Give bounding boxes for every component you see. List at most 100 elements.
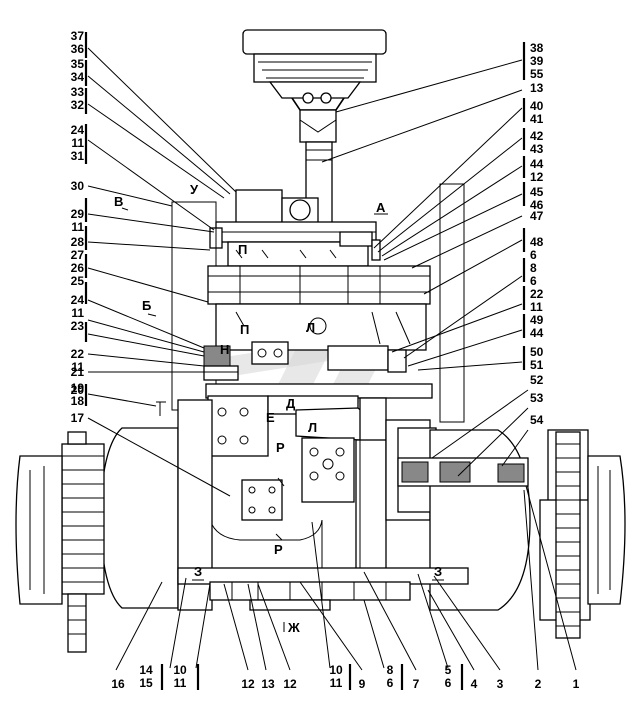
view-letter-p-mid: П — [240, 322, 249, 337]
callout-number: 14 — [139, 663, 153, 677]
callout-number: 42 — [530, 129, 544, 143]
callout-number: 4 — [471, 677, 478, 691]
right-callout-14: 53 — [530, 391, 544, 405]
callout-number: 6 — [530, 274, 537, 288]
view-letter-r-lower: Р — [274, 542, 283, 557]
view-letter-z-right: З — [434, 564, 442, 579]
callout-number: 29 — [71, 207, 85, 221]
gearbox-housing — [207, 265, 431, 373]
callout-number: 2 — [535, 677, 542, 691]
left-callout-12: 21 — [71, 365, 85, 379]
callout-number: 10 — [173, 663, 187, 677]
callout-number: 27 — [71, 248, 85, 262]
hydraulic-plates — [205, 383, 433, 503]
callout-bars — [84, 32, 526, 690]
callout-number: 48 — [530, 235, 544, 249]
callout-number: 11 — [71, 306, 84, 320]
callout-number: 1 — [573, 677, 580, 691]
callout-number: 35 — [71, 57, 85, 71]
callout-number: 22 — [530, 287, 544, 301]
bottom-callout-13: 3 — [497, 677, 504, 691]
callout-number: 16 — [111, 677, 125, 691]
callout-number: 11 — [530, 300, 543, 314]
bottom-callout-14: 2 — [535, 677, 542, 691]
callout-number: 5 — [445, 663, 452, 677]
view-letter-a: А — [376, 200, 386, 215]
view-letter-d: Д — [286, 396, 296, 411]
callout-number: 25 — [71, 274, 85, 288]
callout-number: 44 — [530, 326, 544, 340]
callout-number: 10 — [329, 663, 343, 677]
left-callout-labels: 3736353433322411313029112827262524112322… — [71, 29, 85, 425]
bottom-callout-6: 12 — [283, 677, 297, 691]
view-letter-n: Н — [220, 342, 229, 357]
bottom-callout-4: 12 — [241, 677, 255, 691]
bottom-callout-12: 4 — [471, 677, 478, 691]
callout-number: 24 — [71, 123, 85, 137]
left-callout-13: 20 — [71, 383, 85, 397]
bottom-callout-15: 1 — [573, 677, 580, 691]
view-letter-l-upper: Л — [306, 320, 315, 335]
callout-number: 3 — [497, 677, 504, 691]
view-letter-v: В — [114, 194, 123, 209]
right-callout-7: 47 — [530, 209, 544, 223]
left-callout-15: 17 — [71, 411, 85, 425]
callout-number: 44 — [530, 157, 544, 171]
right-callout-9: 86 — [530, 261, 537, 288]
callout-number: 12 — [283, 677, 297, 691]
callout-number: 12 — [241, 677, 255, 691]
view-letter-p-upper: П — [238, 242, 247, 257]
callout-number: 15 — [139, 676, 153, 690]
callout-number: 17 — [71, 411, 85, 425]
callout-number: 26 — [71, 261, 85, 275]
callout-number: 53 — [530, 391, 544, 405]
callout-number: 41 — [530, 112, 544, 126]
callout-number: 50 — [530, 345, 544, 359]
callout-number: 37 — [71, 29, 85, 43]
callout-number: 11 — [71, 220, 84, 234]
view-letter-b: Б — [142, 298, 151, 313]
callout-number: 13 — [530, 81, 544, 95]
bottom-callout-11: 56 — [445, 663, 452, 690]
view-letter-u: У — [190, 182, 199, 197]
view-markers: А В У П Б П Л Н Д Е Л Р Р З З Ж — [114, 182, 444, 635]
left-callout-5: 30 — [71, 179, 85, 193]
right-axle — [385, 419, 626, 639]
callout-number: 52 — [530, 373, 544, 387]
callout-number: 34 — [71, 70, 85, 84]
bottom-callout-9: 86 — [387, 663, 394, 690]
base-frame — [177, 567, 469, 611]
right-callout-labels: 3839551340414243441245464748686221149445… — [530, 41, 544, 427]
callout-number: 51 — [530, 358, 544, 372]
left-axle — [15, 399, 213, 653]
central-body — [209, 397, 387, 581]
callout-number: 6 — [387, 676, 394, 690]
right-callout-8: 486 — [530, 235, 544, 262]
callout-number: 49 — [530, 313, 544, 327]
view-letter-zh: Ж — [287, 620, 300, 635]
bottom-callout-10: 7 — [413, 677, 420, 691]
leader-lines — [87, 47, 577, 671]
callout-number: 43 — [530, 142, 544, 156]
view-letter-r-upper: Р — [276, 440, 285, 455]
callout-number: 38 — [530, 41, 544, 55]
right-callout-13: 52 — [530, 373, 544, 387]
